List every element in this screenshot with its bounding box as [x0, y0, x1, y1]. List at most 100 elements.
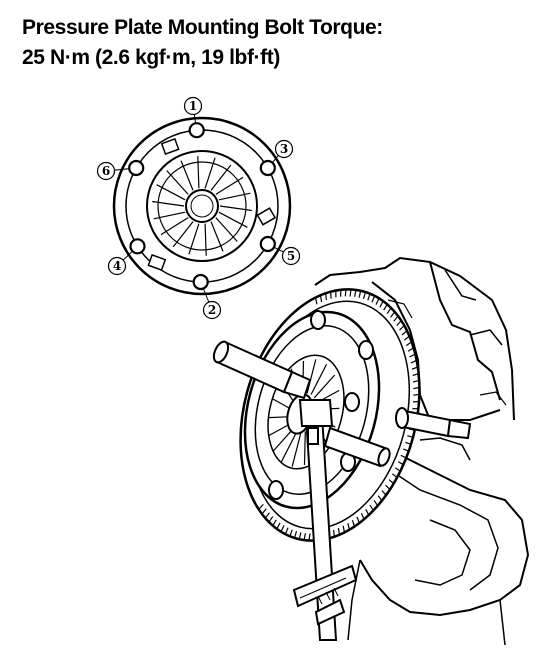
- spring-finger: [166, 170, 189, 195]
- gear-tooth: [377, 495, 383, 501]
- sequence-number-label: 5: [287, 249, 295, 263]
- gear-tooth: [360, 512, 365, 520]
- spring-finger: [188, 223, 200, 255]
- bolt-hole: [129, 238, 146, 255]
- gear-tooth: [407, 435, 414, 438]
- gear-tooth: [405, 441, 412, 445]
- bolt-3: 3: [259, 139, 294, 177]
- bolt-1: 1: [183, 96, 205, 139]
- gear-tooth: [308, 533, 311, 541]
- gear-tooth: [276, 522, 281, 530]
- spring-finger: [218, 192, 251, 201]
- installed-spring-finger: [306, 359, 317, 394]
- gear-tooth: [385, 484, 391, 490]
- spring-finger: [215, 217, 238, 242]
- gear-tooth: [280, 525, 285, 533]
- spring-finger: [210, 221, 224, 252]
- installed-spring-finger: [313, 374, 336, 399]
- gear-tooth: [272, 519, 277, 527]
- gear-tooth: [258, 503, 264, 510]
- gear-tooth: [399, 325, 405, 331]
- gear-tooth: [298, 532, 302, 540]
- gear-tooth: [410, 359, 417, 364]
- torque-heading-title: Pressure Plate Mounting Bolt Torque:: [22, 16, 383, 39]
- gear-tooth: [396, 320, 402, 327]
- installed-spring-finger: [310, 363, 328, 395]
- spring-finger: [204, 223, 207, 256]
- crank-bolt: [395, 407, 472, 440]
- spring-finger: [204, 157, 216, 189]
- gear-tooth: [356, 516, 360, 524]
- gear-tooth: [342, 525, 346, 533]
- spring-finger: [172, 221, 194, 248]
- spring-finger: [215, 176, 244, 195]
- gear-tooth: [407, 347, 414, 352]
- gear-tooth: [358, 290, 362, 298]
- installed-spring-finger: [303, 431, 306, 466]
- bolt-6: 6: [96, 159, 145, 181]
- gear-tooth: [393, 315, 399, 322]
- gear-tooth: [347, 523, 351, 530]
- gear-tooth: [413, 386, 420, 390]
- gear-tooth: [375, 297, 380, 305]
- sequence-number-label: 3: [280, 142, 288, 156]
- torque-heading-values: 25 N·m (2.6 kgf·m, 19 lbf·ft): [22, 46, 280, 69]
- gear-tooth: [413, 393, 420, 396]
- gear-tooth: [367, 293, 371, 301]
- spring-finger: [152, 200, 185, 207]
- gear-tooth: [411, 366, 419, 370]
- sequence-number-label: 1: [189, 99, 197, 113]
- gear-tooth: [365, 509, 370, 516]
- spring-finger: [219, 205, 252, 212]
- installed-spring-finger: [291, 432, 302, 467]
- diaphragm-spring-fingers: [152, 156, 252, 256]
- gear-tooth: [333, 529, 335, 537]
- spring-finger: [160, 217, 189, 236]
- gear-tooth: [314, 297, 318, 305]
- gear-tooth: [386, 307, 392, 314]
- gear-tooth: [409, 353, 416, 358]
- spring-finger: [218, 211, 248, 228]
- gear-tooth: [400, 454, 407, 459]
- gear-tooth: [362, 291, 367, 299]
- bolt-2: 2: [192, 273, 222, 320]
- gear-tooth: [412, 373, 419, 377]
- gear-tooth: [388, 479, 394, 485]
- gear-tooth: [268, 516, 274, 523]
- bolt-4: 4: [107, 238, 146, 276]
- sequence-number-circle: [274, 139, 294, 159]
- spring-finger: [180, 160, 194, 191]
- bolt-hole: [259, 159, 276, 177]
- spring-finger: [156, 184, 186, 201]
- bolt-5: 5: [259, 235, 301, 266]
- spring-finger: [210, 164, 232, 191]
- gear-tooth: [391, 473, 398, 478]
- sequence-number-circle: [202, 300, 222, 320]
- gear-tooth: [351, 520, 356, 527]
- gear-tooth: [401, 330, 408, 336]
- sequence-number-label: 2: [208, 303, 216, 317]
- gear-tooth: [402, 448, 410, 452]
- gear-tooth: [289, 529, 293, 537]
- torque-wrench: [292, 399, 358, 641]
- gear-tooth: [293, 531, 298, 539]
- gear-tooth: [284, 527, 289, 535]
- sequence-number-circle: [281, 246, 301, 266]
- gear-tooth: [373, 500, 379, 507]
- gear-tooth: [390, 311, 396, 318]
- gear-tooth: [403, 335, 410, 341]
- gear-tooth: [413, 379, 420, 383]
- pressure-plate-top-view: [112, 116, 292, 296]
- sequence-number-label: 4: [113, 259, 121, 273]
- spring-finger: [153, 211, 186, 220]
- gear-tooth: [381, 490, 387, 496]
- sequence-number-circle: [183, 96, 203, 116]
- gear-tooth: [371, 295, 376, 303]
- gear-tooth: [405, 341, 413, 347]
- gear-tooth: [264, 512, 270, 519]
- bolt-hole: [128, 159, 145, 177]
- installed-spring-finger: [280, 431, 298, 463]
- gear-tooth: [379, 300, 384, 308]
- sequence-number-label: 6: [102, 164, 110, 178]
